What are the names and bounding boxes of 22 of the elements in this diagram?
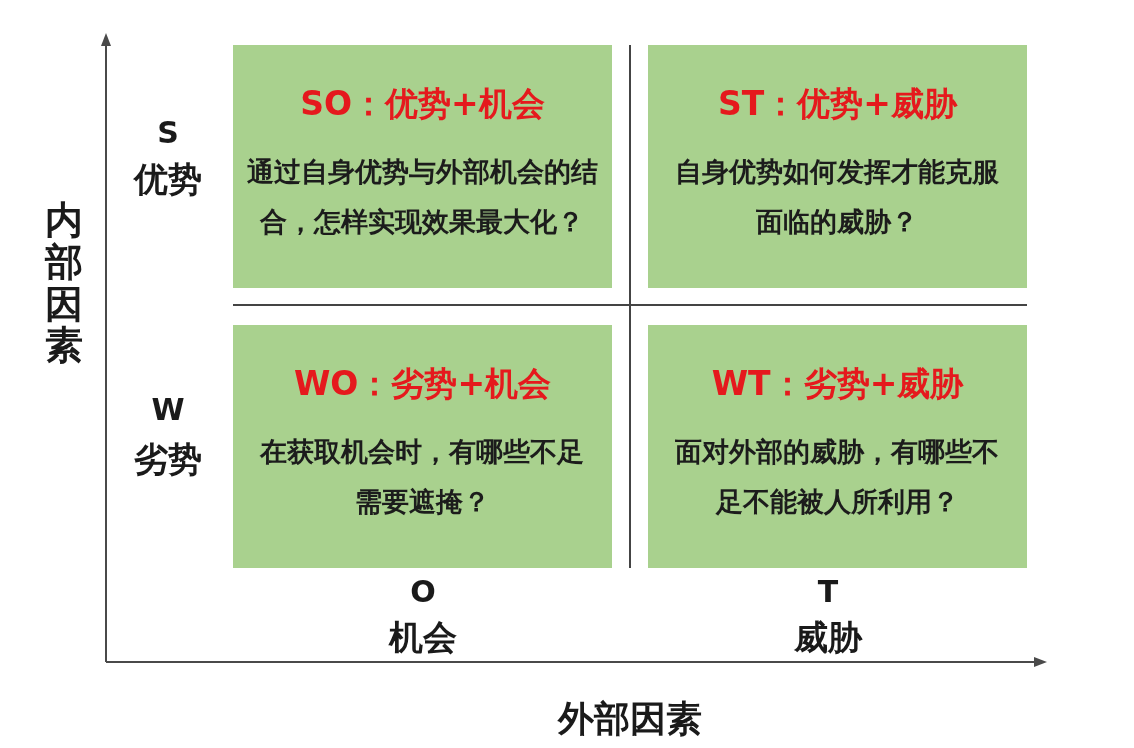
quadrant-description: 在获取机会时，有哪些不足需要遮掩？ <box>259 435 586 519</box>
axis-label: 外部因素 <box>558 699 702 739</box>
quadrant-description: 自身优势如何发挥才能克服面临的威胁？ <box>674 155 1001 239</box>
row-label: 优势 <box>134 161 202 199</box>
quadrant-box <box>648 45 1027 288</box>
quadrant-heading: WO：劣势+机会 <box>293 363 552 405</box>
quadrant-heading: SO：优势+机会 <box>300 83 545 125</box>
column-label: 威胁 <box>794 619 862 657</box>
quadrant-box <box>233 325 612 568</box>
quadrant-heading: ST：优势+威胁 <box>718 83 957 125</box>
column-label: O <box>410 575 436 608</box>
row-label: 劣势 <box>134 441 202 479</box>
quadrant-description: 通过自身优势与外部机会的结合，怎样实现效果最大化？ <box>246 155 599 239</box>
axis-label: 内部因素 <box>45 200 83 368</box>
quadrant-description: 面对外部的威胁，有哪些不足不能被人所利用？ <box>674 435 1001 519</box>
quadrant-heading: WT：劣势+威胁 <box>711 363 964 405</box>
quadrant-box <box>233 45 612 288</box>
row-label: S <box>157 116 179 149</box>
column-label: 机会 <box>389 619 457 657</box>
column-label: T <box>817 575 839 608</box>
quadrant-box <box>648 325 1027 568</box>
row-label: W <box>151 393 185 426</box>
